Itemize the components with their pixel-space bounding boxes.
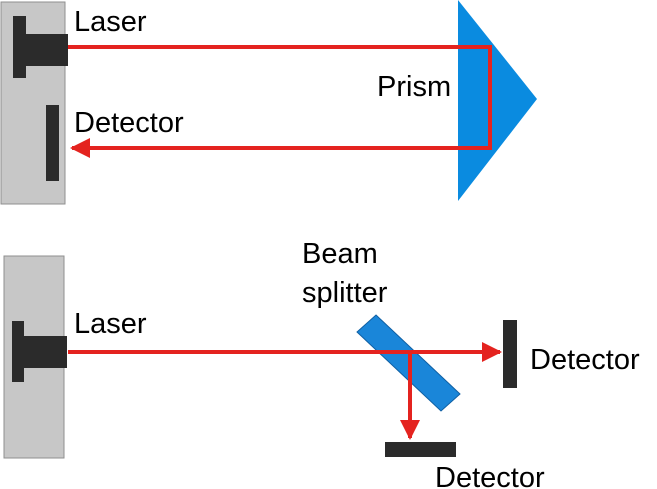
top-beam-path [68, 45, 492, 158]
bottom-detector-right-label: Detector [530, 344, 640, 376]
bottom-laser [12, 321, 67, 382]
top-setup: Laser Detector Prism [0, 0, 537, 205]
beam-splitter-label-line2: splitter [302, 277, 388, 309]
top-detector-label: Detector [74, 107, 184, 139]
prism-label: Prism [377, 71, 451, 103]
bottom-detector-right [503, 320, 517, 388]
bottom-setup: Laser Beam splitter Detector Detector [3, 238, 640, 489]
beam-splitter-label-line1: Beam [302, 238, 378, 270]
top-laser-label: Laser [74, 6, 147, 38]
bottom-detector-bottom [385, 442, 456, 457]
prism [458, 0, 537, 201]
bottom-laser-label: Laser [74, 308, 147, 340]
top-detector [46, 105, 59, 181]
bottom-detector-bottom-label: Detector [435, 462, 545, 489]
top-laser [13, 16, 68, 78]
